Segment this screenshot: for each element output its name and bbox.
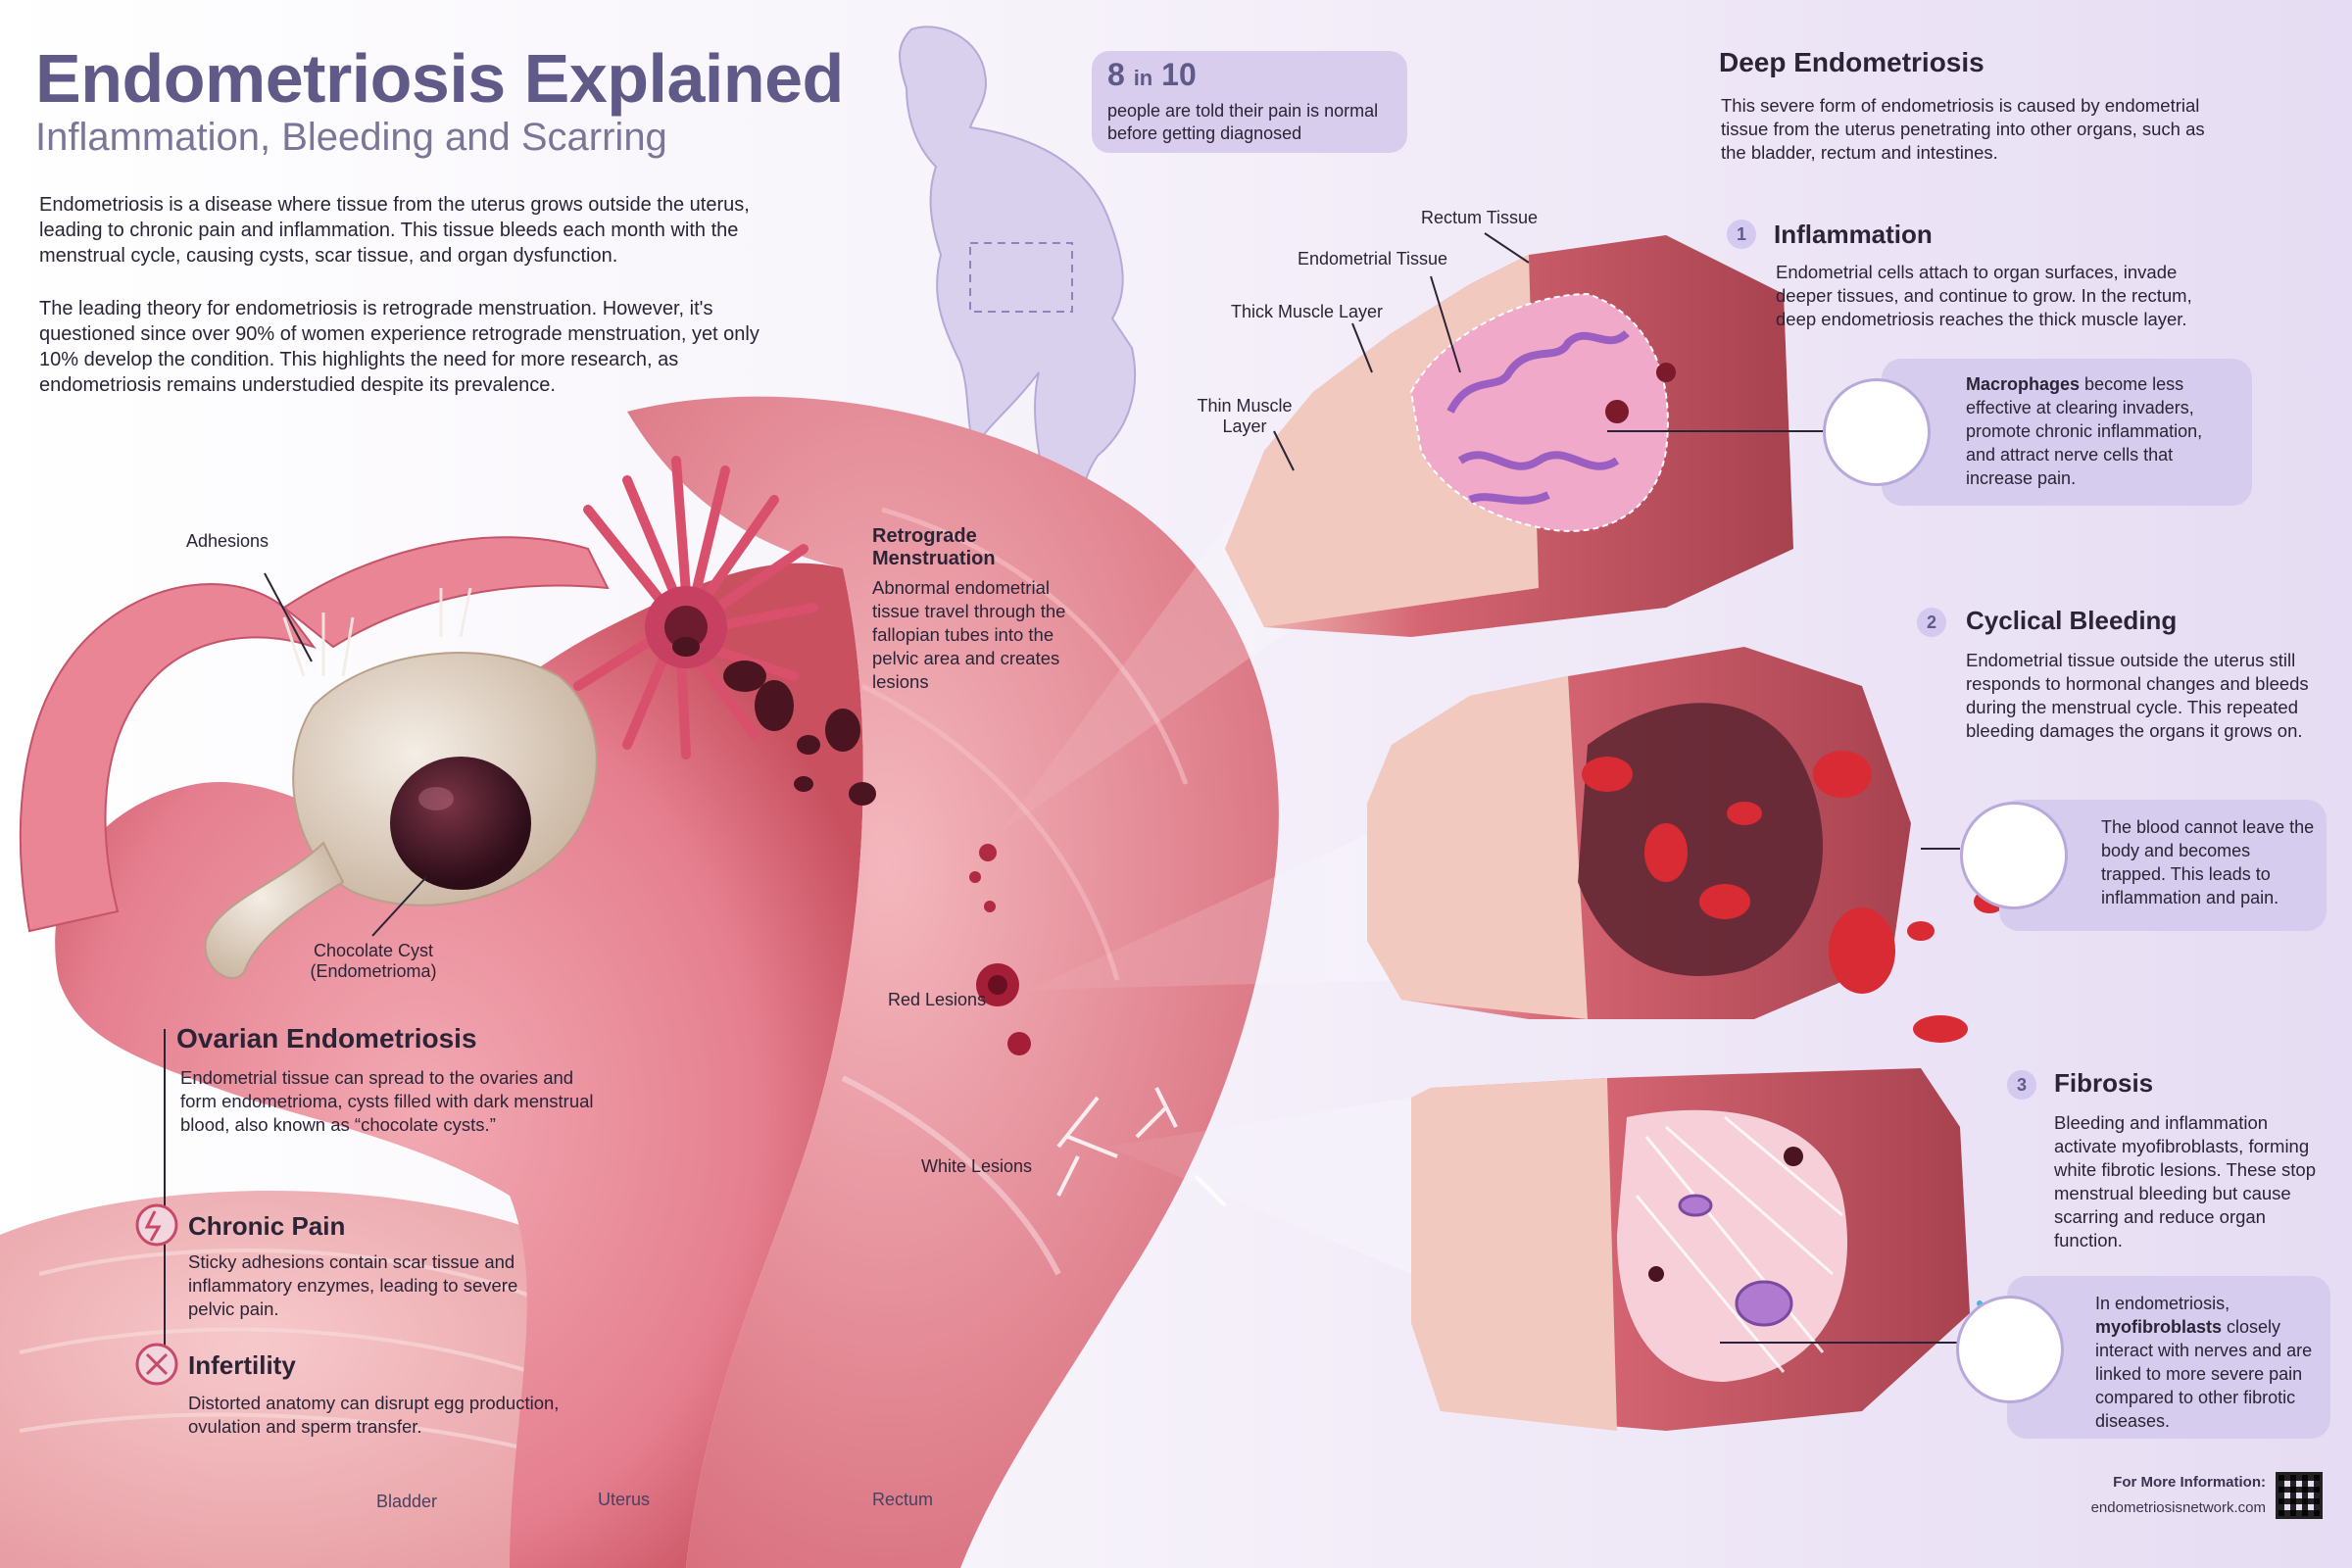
ovarian-text: Endometrial tissue can spread to the ova… bbox=[180, 1067, 594, 1135]
intro-paragraph-1: Endometriosis is a disease where tissue … bbox=[39, 194, 750, 267]
stage-2-text: Endometrial tissue outside the uterus st… bbox=[1966, 650, 2309, 741]
stat-box: 8 in 10 people are told their pain is no… bbox=[1092, 51, 1407, 153]
chronic-pain-heading: Chronic Pain bbox=[188, 1211, 346, 1241]
stage-3-text: Bleeding and inflammation activate myofi… bbox=[2054, 1112, 2317, 1250]
retrograde-section: Retrograde Menstruation Abnormal endomet… bbox=[872, 525, 1068, 694]
label-thick-muscle: Thick Muscle Layer bbox=[1231, 302, 1384, 321]
stage-3-heading: Fibrosis bbox=[2054, 1068, 2154, 1098]
label-uterus: Uterus bbox=[598, 1490, 651, 1509]
tissue-block-inflammation bbox=[1225, 235, 1793, 637]
red-lesions bbox=[969, 844, 1031, 1055]
stage-2-circle bbox=[1960, 802, 2068, 909]
intro-paragraph-2: The leading theory for endometriosis is … bbox=[39, 298, 760, 396]
stage-3-callout: In endometriosis, myofibroblasts closely… bbox=[2007, 1276, 2330, 1439]
label-red-lesions: Red Lesions bbox=[888, 990, 987, 1009]
infertility-text: Distorted anatomy can disrupt egg produc… bbox=[188, 1393, 560, 1437]
fallopian-tube bbox=[19, 536, 610, 933]
leader-lines bbox=[164, 232, 1960, 1362]
chronic-pain-icon bbox=[135, 1203, 178, 1247]
chocolate-cyst bbox=[390, 757, 531, 890]
retrograde-heading-1: Retrograde bbox=[872, 525, 977, 547]
stat-in: in bbox=[1133, 66, 1153, 90]
chronic-pain-text: Sticky adhesions contain scar tissue and… bbox=[188, 1251, 518, 1319]
infertility-icon bbox=[135, 1343, 178, 1386]
tissue-block-bleeding bbox=[1367, 647, 1968, 1043]
stat-total: 10 bbox=[1161, 57, 1197, 92]
stage-1-badge: 1 bbox=[1727, 220, 1756, 249]
deep-heading: Deep Endometriosis bbox=[1719, 47, 1984, 77]
white-lesions bbox=[1056, 1087, 1227, 1207]
label-bladder: Bladder bbox=[376, 1492, 438, 1511]
tissue-block-fibrosis bbox=[1411, 1068, 1970, 1431]
stage-1-callout: Macrophages become less effective at cle… bbox=[1882, 359, 2252, 506]
adhesion-strands bbox=[282, 587, 472, 677]
zoom-beam-1 bbox=[1000, 461, 1294, 833]
stage-1-circle bbox=[1823, 378, 1931, 486]
fimbriae bbox=[573, 456, 818, 760]
ovarian-heading: Ovarian Endometriosis bbox=[176, 1023, 477, 1054]
stage-3-badge: 3 bbox=[2007, 1070, 2036, 1100]
zoom-box bbox=[969, 242, 1073, 313]
stage-1-text: Endometrial cells attach to organ surfac… bbox=[1776, 262, 2192, 329]
retrograde-text: Abnormal endometrial tissue travel throu… bbox=[872, 577, 1066, 692]
label-white-lesions: White Lesions bbox=[921, 1156, 1033, 1176]
zoom-beam-2 bbox=[1029, 823, 1411, 990]
qr-code-icon[interactable] bbox=[2276, 1472, 2323, 1519]
zoom-beam-3 bbox=[1107, 1098, 1411, 1274]
infertility-heading: Infertility bbox=[188, 1350, 296, 1380]
macrophages-term: Macrophages bbox=[1966, 374, 2081, 394]
stat-text: people are told their pain is normal bef… bbox=[1107, 101, 1379, 143]
label-rectum-tissue: Rectum Tissue bbox=[1421, 208, 1539, 227]
label-adhesions: Adhesions bbox=[186, 531, 270, 551]
stat-number: 8 bbox=[1107, 57, 1125, 92]
uterus-organ bbox=[55, 563, 863, 1568]
myofibroblasts-term: myofibroblasts bbox=[2095, 1317, 2223, 1337]
page-subtitle: Inflammation, Bleeding and Scarring bbox=[35, 116, 667, 159]
footer-label: For More Information: bbox=[2113, 1474, 2266, 1491]
blood-clots bbox=[672, 637, 876, 806]
label-thin-muscle: Thin Muscle Layer bbox=[1197, 396, 1293, 436]
label-chocolate-cyst: Chocolate Cyst (Endometrioma) bbox=[310, 941, 437, 981]
label-endometrial-tissue: Endometrial Tissue bbox=[1298, 249, 1448, 269]
retrograde-heading-2: Menstruation bbox=[872, 548, 996, 569]
deep-text: This severe form of endometriosis is cau… bbox=[1721, 95, 2205, 163]
page-title: Endometriosis Explained bbox=[35, 40, 844, 117]
stage-2-badge: 2 bbox=[1917, 608, 1946, 637]
stage-3-circle bbox=[1956, 1296, 2064, 1403]
stage-2-heading: Cyclical Bleeding bbox=[1966, 606, 2178, 635]
stage-1-heading: Inflammation bbox=[1774, 220, 1933, 249]
bladder-organ bbox=[0, 1191, 635, 1568]
footer-url[interactable]: endometriosisnetwork.com bbox=[2090, 1499, 2266, 1516]
label-rectum: Rectum bbox=[872, 1490, 934, 1509]
